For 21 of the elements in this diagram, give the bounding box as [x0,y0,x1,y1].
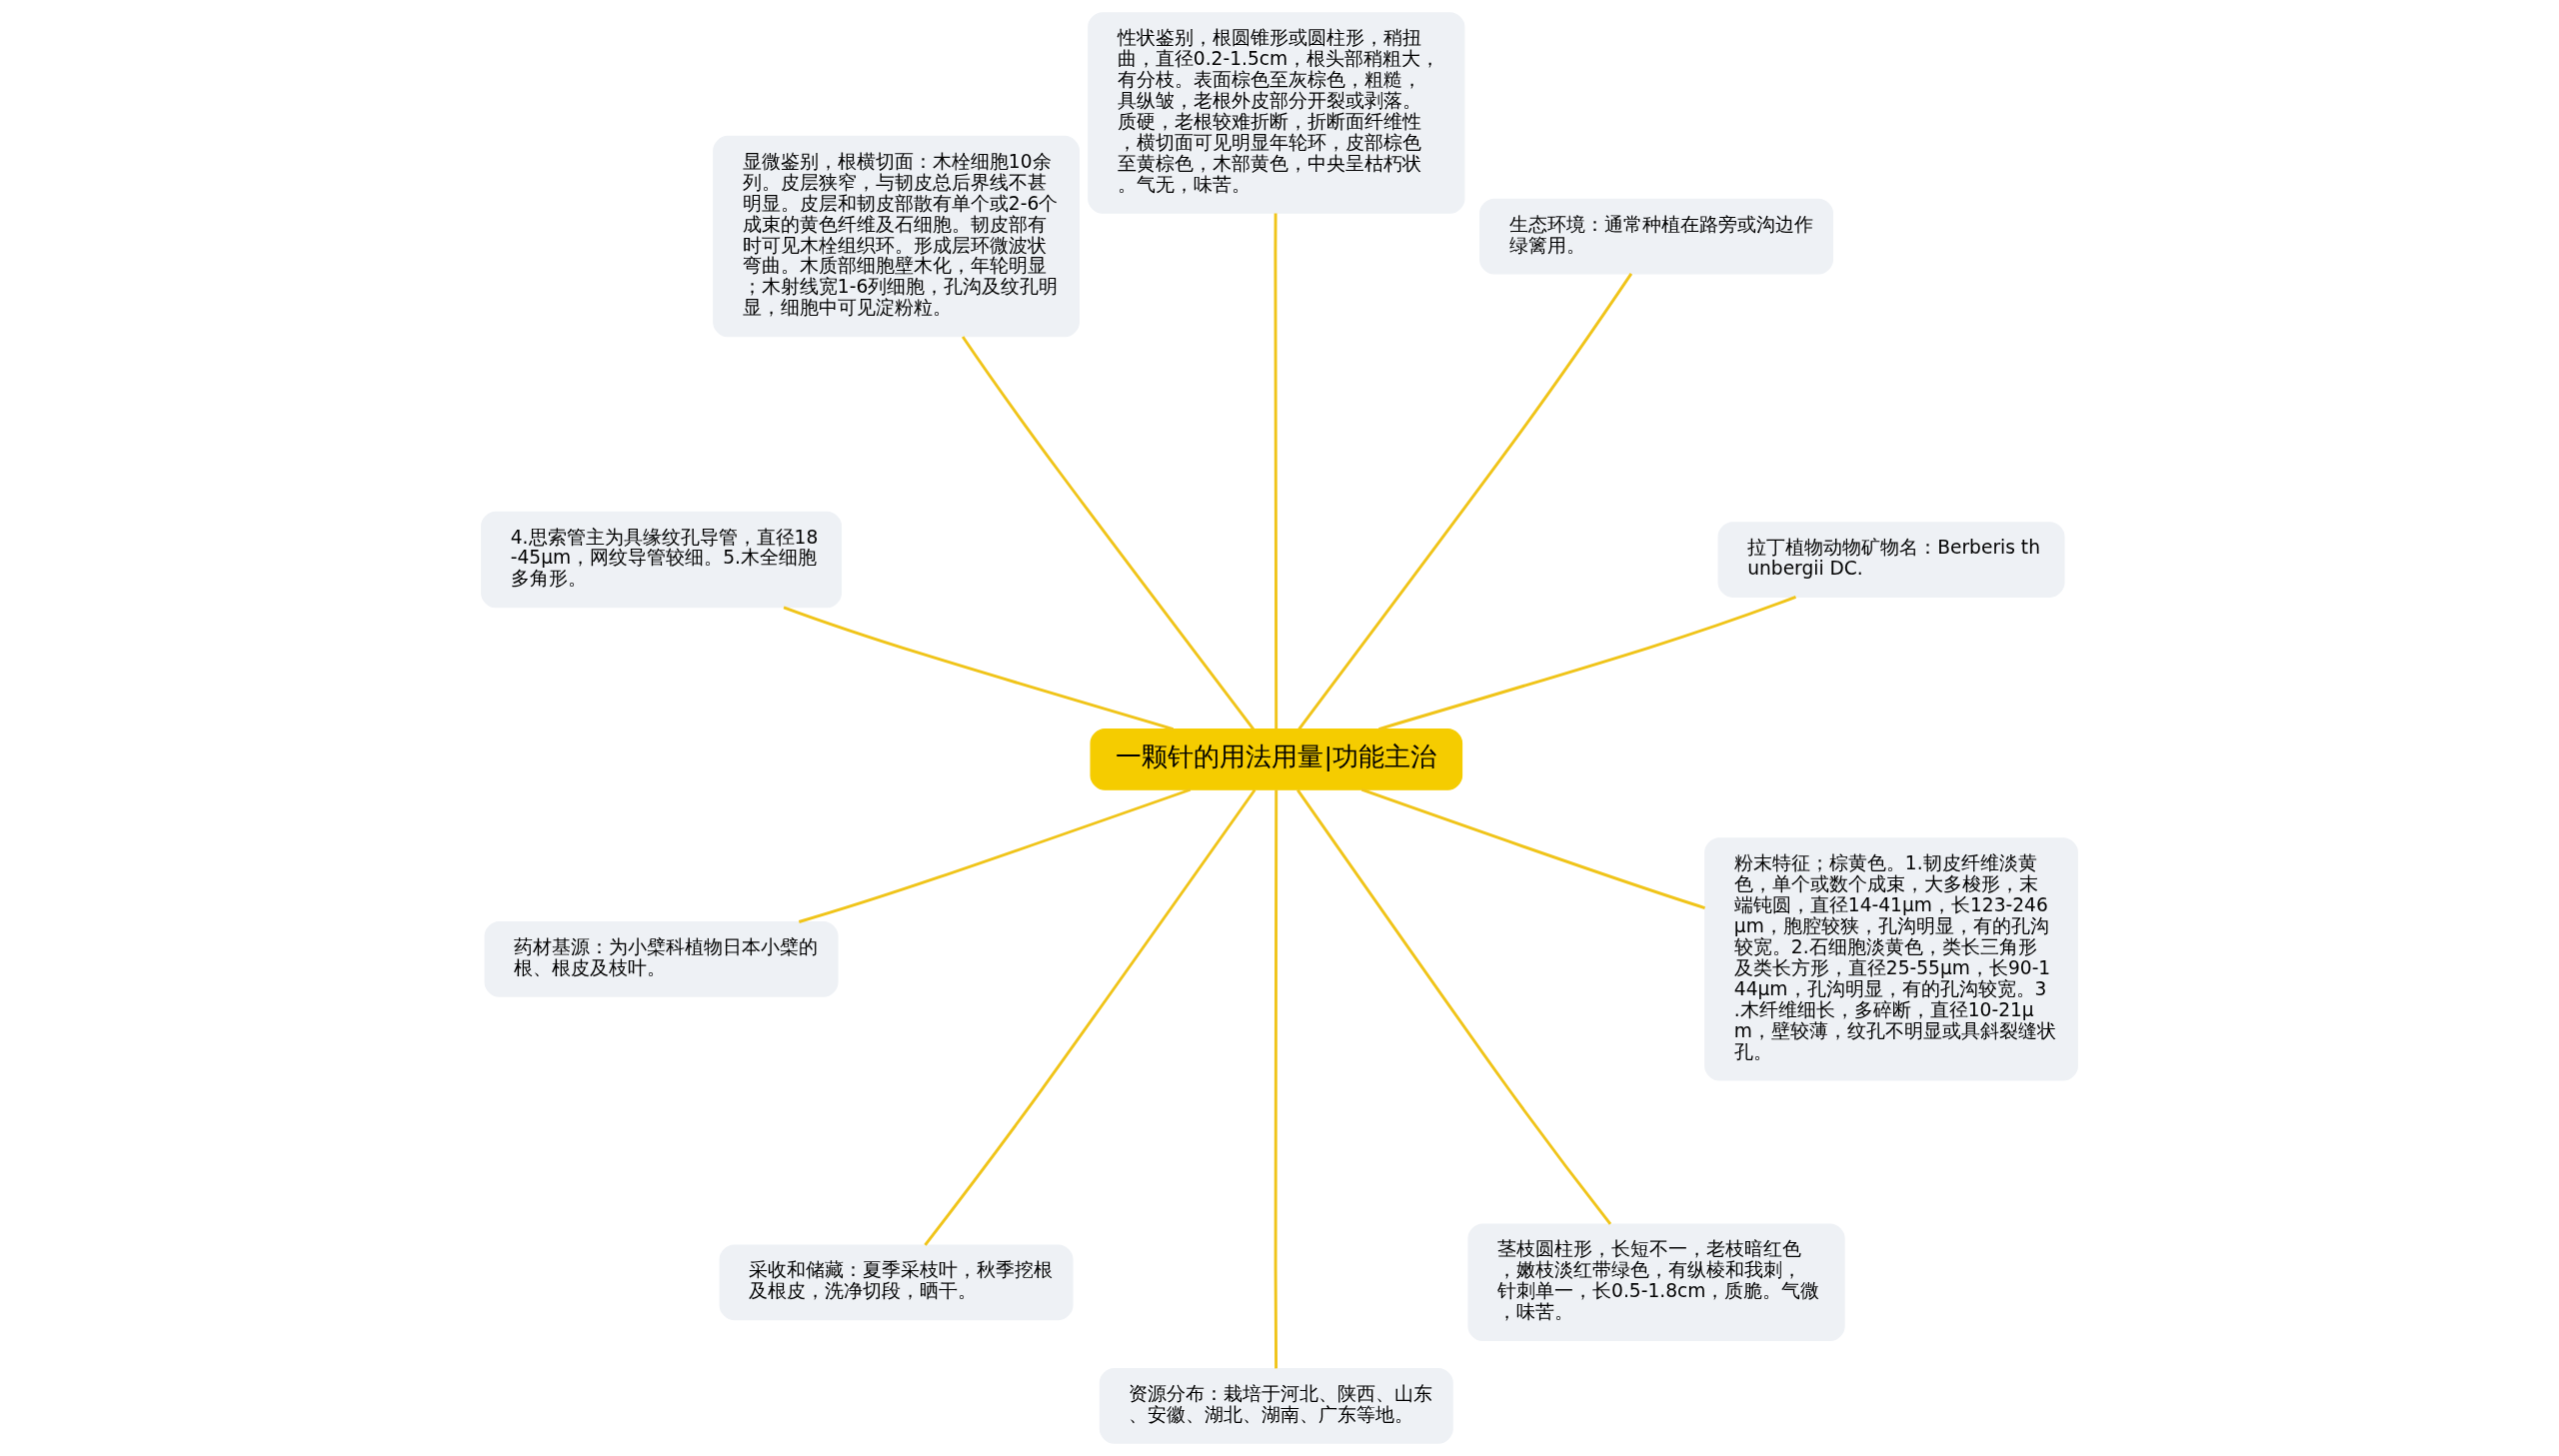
connector [961,336,1255,730]
connector [924,788,1257,1246]
node-box: 粉末特征；棕黄色。1.韧皮纤维淡黄色，单个或数个成束，大多梭形，末端钝圆，直径14-41μm，长123-246μm，胞腔较狭，孔沟明显，有的孔沟较宽。2.石细胞淡黄色，类长三角形及类长方形，直径25-55μm，长90-144μm，孔沟明显，有的孔沟较宽。3.木纤维细长，多碎断，直径10-21μm，壁较薄，纹孔不明显或具斜裂缝状孔。 [1704,837,2078,1081]
node-box: 资源分布：栽培于河北、陕西、山东、安徽、湖北、湖南、广东等地。 [1099,1368,1453,1444]
node-box: 茎枝圆柱形，长短不一，老枝暗红色，嫩枝淡红带绿色，有纵棱和我刺，针刺单一，长0.5-1.8cm，质脆。气微，味苦。 [1467,1223,1845,1342]
connector [798,787,1192,923]
connector [1378,595,1796,730]
node-box: 一颗针的用法用量|功能主治 [1090,728,1463,790]
connector [1274,213,1279,729]
node-box: 拉丁植物动物矿物名：Berberis thunbergii DC. [1717,522,2065,598]
node-box: 4.思索管主为具缘纹孔导管，直径18-45μm，网纹导管较细。5.木全细胞多角形。 [481,511,843,609]
connector [783,606,1175,730]
node-box: 性状鉴别，根圆锥形或圆柱形，稍扭曲，直径0.2-1.5cm，根头部稍粗大，有分枝。表面棕色至灰棕色，粗糙，具纵皱，老根外皮部分开裂或剥落。质硬，老根较难折断，折断面纤维性，横切面可见明显年轮环，皮部棕色至黄棕色，木部黄色，中央呈枯朽状。气无，味苦。 [1088,12,1465,214]
connector [1296,788,1612,1225]
node-box: 采收和储藏：夏季采枝叶，秋季挖根及根皮，洗净切段，晒干。 [719,1244,1074,1321]
node-box: 生态环境：通常种植在路旁或沟边作绿篱用。 [1479,198,1833,275]
connector [1297,273,1633,730]
node-box: 显微鉴别，根横切面：木栓细胞10余列。皮层狭窄，与韧皮总后界线不甚明显。皮层和韧皮部散有单个或2-6个成束的黄色纤维及石细胞。韧皮部有时可见木栓组织环。形成层环微波状弯曲。木质部细胞壁木化，年轮明显；木射线宽1-6列细胞，孔沟及纹孔明显，细胞中可见淀粉粒。 [713,135,1080,338]
node-box: 药材基源：为小檗科植物日本小檗的根、根皮及枝叶。 [484,921,839,997]
connector [1274,789,1279,1369]
connector [1360,787,1705,909]
